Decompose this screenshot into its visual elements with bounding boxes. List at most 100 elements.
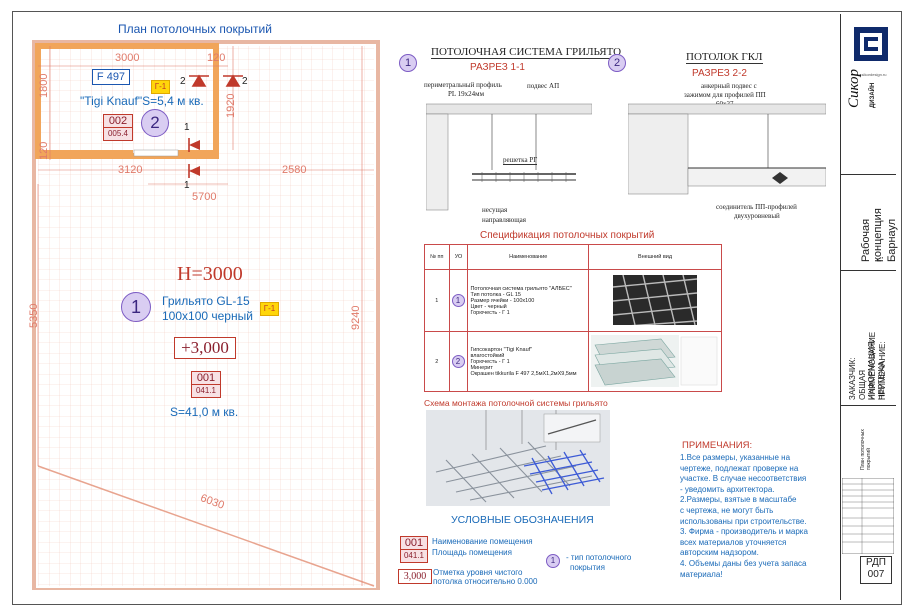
room2-flammability-badge: Г-1 (151, 80, 170, 94)
drywall-photo (591, 334, 718, 387)
room1-system: Грильято GL-15 (162, 294, 250, 308)
note-line: с чертежа, не могут быть (680, 505, 774, 515)
room1-level-box: +3,000 (174, 337, 236, 359)
brand-sub: ДИЗАЙН (870, 82, 876, 108)
floor-plan (32, 40, 380, 590)
spec-row-num: 2 (424, 331, 450, 392)
room1-area: 041.1 (192, 384, 220, 397)
customer-label: ЗАКАЗЧИК: (848, 357, 857, 400)
spec-line: Цвет - черный (470, 303, 507, 310)
room1-height: H=3000 (177, 263, 243, 285)
note-line: материала! (680, 569, 723, 579)
spec-row-uo-marker: 2 (451, 355, 465, 368)
dim-120-top: 120 (207, 52, 226, 64)
legend-level-sample: 3,000 (398, 569, 432, 584)
note-line: 3. Фирма - производитель и марка (680, 527, 808, 537)
dim-9240: 9240 (350, 305, 362, 330)
spec-line: влагостойкий (470, 352, 505, 359)
spec-row-num: 1 (424, 269, 450, 332)
room1-area-label: S=41,0 м кв. (170, 405, 239, 419)
spec-header-view: Внешний вид (588, 244, 722, 270)
notes-body: 1.Все размеры, указанные на чертеже, под… (680, 453, 808, 580)
section1-subtitle: РАЗРЕЗ 1-1 (470, 62, 525, 73)
room2-area-label: S=5,4 м кв. (142, 94, 204, 108)
section2-subtitle: РАЗРЕЗ 2-2 (692, 68, 747, 79)
dim-3000: 3000 (115, 52, 140, 64)
section-mark-1b: 1 (184, 180, 190, 191)
brand-name: Сикор (846, 69, 862, 108)
section1-drawing (426, 103, 592, 211)
title-block-divider (840, 270, 896, 271)
perimeter-size-label: PL 19x24мм (448, 90, 485, 98)
room1-flammability-badge: Г-1 (260, 302, 279, 316)
sheet-code-box: РДП 007 (860, 556, 892, 584)
note-line: авторским надзором. (680, 548, 759, 558)
title-block-divider (840, 174, 896, 175)
assembly-title: Схема монтажа потолочной системы грильят… (424, 398, 608, 408)
info-line3: ПРИМЕЧАНИЕ: (878, 341, 887, 400)
spec-line: Горючесть - Г 1 (470, 309, 510, 316)
legend-type-label1: - тип потолочного (566, 553, 632, 562)
legend-level-label2: потолка относительно 0.000 (433, 577, 538, 586)
legend-type-marker: 1 (546, 554, 560, 568)
section-mark-1a: 1 (184, 122, 190, 133)
sheet-name: План потолочных покрытий (860, 429, 872, 470)
brand-site: www.sikordesign.ru (852, 72, 887, 77)
spec-line: Гипсокартон "Tigi Knauf" (470, 346, 533, 353)
plan-title: План потолочных покрытий (118, 22, 272, 36)
room2-name: "Tigi Knauf" (80, 94, 143, 108)
carrier-label2: направляющая (482, 216, 526, 224)
section2-title: ПОТОЛОК ГКЛ (686, 51, 763, 64)
connector-label1: соединитель ПП-профилей (716, 203, 797, 211)
spec-row-uo: 2 (448, 331, 469, 392)
title-block (840, 14, 897, 600)
dim-5700: 5700 (192, 191, 217, 203)
grid-label: решетка РГ (503, 156, 538, 165)
spec-line: Потолочная система грильято "АЛБЕС" (470, 285, 572, 292)
dim-5350: 5350 (28, 303, 40, 328)
legend-room-name-label: Наименование помещения (432, 537, 533, 546)
section1-title: ПОТОЛОЧНАЯ СИСТЕМА ГРИЛЬЯТО (431, 46, 622, 59)
room2-tag: 002 005.4 (103, 114, 133, 141)
note-line: участке. В случае несоответствия (680, 474, 807, 484)
dim-2580: 2580 (282, 164, 307, 176)
note-line: - уведомить архитектора. (680, 484, 775, 494)
project-city: г. Барнаул (874, 218, 898, 262)
carrier-label: несущая (482, 206, 508, 214)
brand-logo-icon (854, 27, 888, 61)
note-line: 4. Объемы даны без учета запаса (680, 558, 807, 568)
spec-line: Горючесть - Г 1 (470, 358, 510, 365)
legend-room-area: 041.1 (401, 549, 427, 562)
legend-room-tag: 001 041.1 (400, 536, 428, 563)
sheet-number: 007 (867, 569, 885, 580)
section1-marker: 1 (399, 54, 417, 72)
legend-room-number: 001 (404, 537, 424, 549)
spec-line: Тип потолка - GL 15 (470, 291, 521, 298)
diagonal-wall (37, 465, 375, 587)
spec-row-uo: 1 (448, 269, 469, 332)
sheet-code: РДП (866, 557, 886, 568)
legend-level-label1: Отметка уровня чистого (433, 568, 523, 577)
spec-line: Окрашен tikkurila F 497 2,5мХ1,2мХ9,5мм (470, 370, 577, 377)
spec-row: 1 1 Потолочная система грильято "АЛБЕС" … (424, 269, 722, 332)
anchor-label2: зажимом для профилей ПП (684, 91, 766, 99)
spec-header-row: № пп УО Наименование Внешний вид (424, 244, 722, 270)
title-block-divider (840, 405, 896, 406)
spec-row-desc: Потолочная система грильято "АЛБЕС" Тип … (467, 269, 589, 332)
spec-row-desc: Гипсокартон "Tigi Knauf" влагостойкий Го… (467, 331, 589, 392)
dim-1800: 1800 (38, 73, 50, 98)
dim-1920: 1920 (225, 93, 237, 118)
spec-line: Размер ячейки - 100х100 (470, 297, 535, 304)
dim-120-left: 120 (38, 141, 50, 160)
legend-type-label2: покрытия (570, 563, 605, 572)
spec-row-view (588, 269, 722, 332)
note-line: 2.Размеры, взятые в масштабе (680, 495, 797, 505)
assembly-diagram (426, 410, 610, 506)
spec-header-num: № пп (424, 244, 450, 270)
finish-code-box: F 497 (92, 69, 130, 85)
section2-drawing (628, 103, 826, 195)
room1-type-marker: 1 (121, 292, 151, 322)
note-line: чертеже, подлежат проверке на (680, 463, 799, 473)
note-line: 1.Все размеры, указанные на (680, 453, 791, 462)
